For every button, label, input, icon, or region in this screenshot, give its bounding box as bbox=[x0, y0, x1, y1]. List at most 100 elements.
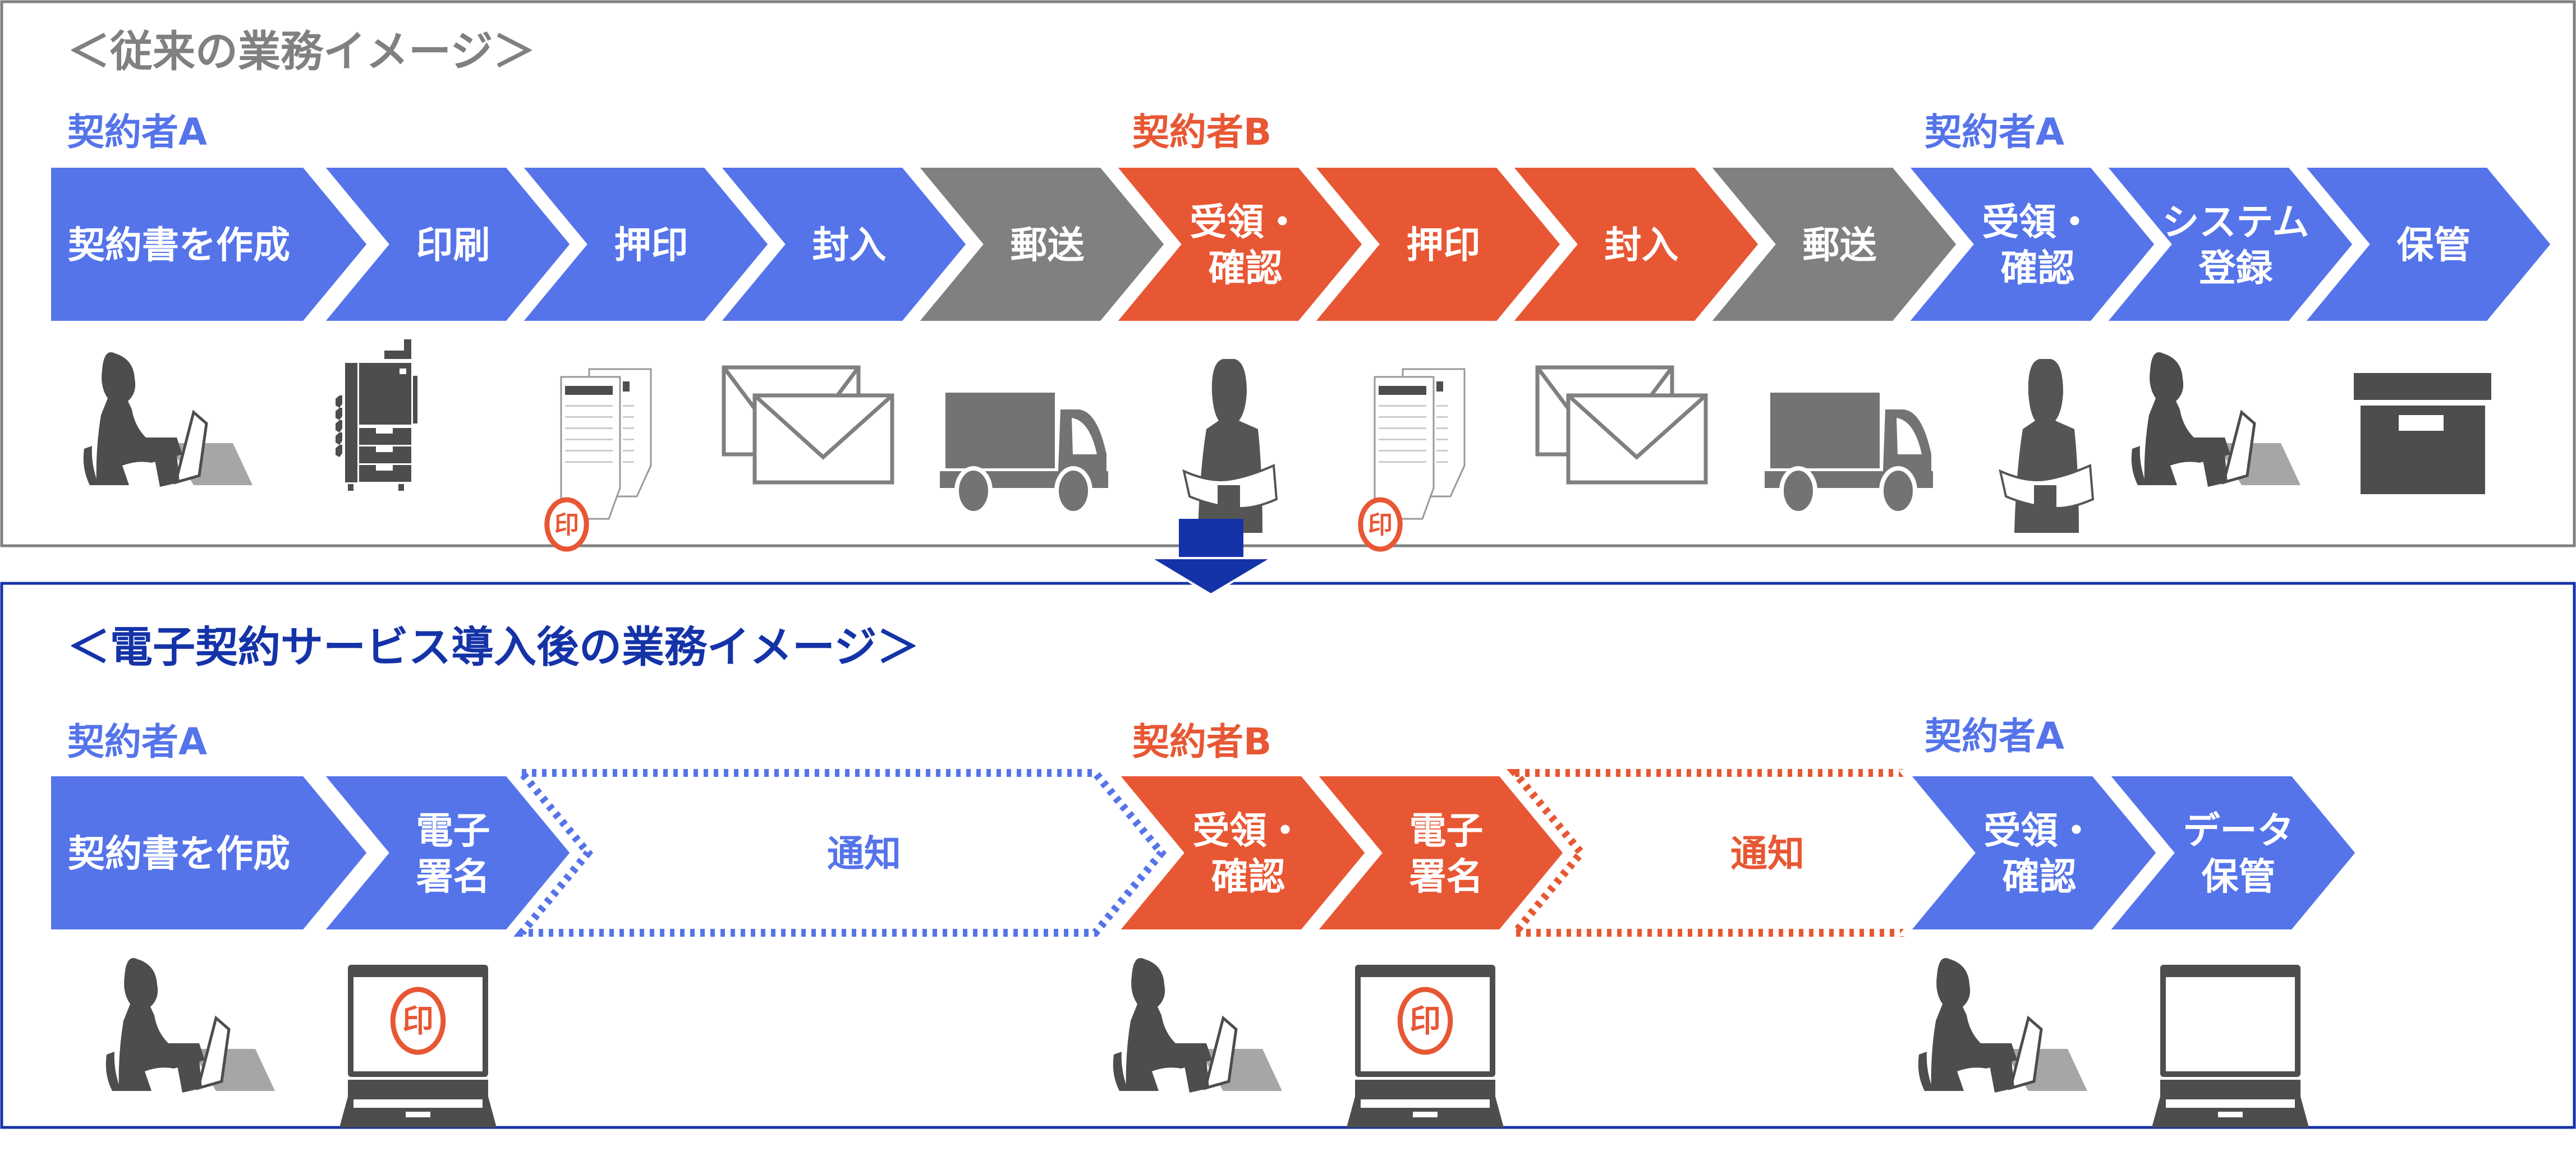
step-label: 確認 bbox=[1211, 855, 1285, 899]
step-label: 郵送 bbox=[1803, 224, 1877, 267]
step-label: 署名 bbox=[416, 855, 490, 899]
step-chevron bbox=[2097, 770, 2364, 936]
step-label: データ bbox=[2183, 809, 2294, 853]
storage-box-icon bbox=[2354, 373, 2491, 494]
laptop-with-seal-icon: 印 bbox=[339, 965, 497, 1127]
step-label: 印刷 bbox=[416, 224, 490, 267]
step-label: 確認 bbox=[2003, 855, 2077, 899]
seal-stamp-icon: 印 bbox=[1358, 497, 1403, 552]
person-at-laptop-icon bbox=[2131, 352, 2301, 487]
process-step: 保管 bbox=[2292, 161, 2559, 328]
step-label: 封入 bbox=[1605, 224, 1679, 267]
step-chevron bbox=[1896, 161, 2163, 328]
notification-step: 通知 bbox=[1507, 769, 1981, 937]
process-step: 郵送 bbox=[906, 161, 1173, 328]
step-label: 電子 bbox=[416, 809, 490, 853]
stamped-document-icon: 印 bbox=[544, 368, 652, 552]
step-chevron bbox=[509, 161, 777, 328]
notification-step: 通知 bbox=[513, 769, 1167, 937]
person-reading-icon bbox=[1999, 359, 2095, 533]
step-chevron bbox=[2094, 161, 2361, 328]
seal-stamp-icon: 印 bbox=[544, 497, 589, 552]
step-chevron bbox=[1302, 161, 1569, 328]
process-step: 契約書を作成 bbox=[44, 770, 375, 936]
step-chevron bbox=[906, 161, 1173, 328]
step-chevron bbox=[1698, 161, 1965, 328]
step-chevron bbox=[44, 161, 375, 328]
printer-icon bbox=[336, 339, 417, 491]
process-step: 押印 bbox=[1302, 161, 1569, 328]
person-at-laptop-icon bbox=[1918, 958, 2087, 1093]
person-at-laptop-icon bbox=[105, 958, 275, 1093]
step-label: 押印 bbox=[614, 224, 688, 267]
step-chevron bbox=[1106, 770, 1374, 936]
envelopes-icon bbox=[1535, 365, 1708, 485]
envelopes-icon bbox=[722, 365, 894, 485]
step-label: 確認 bbox=[1209, 247, 1283, 290]
step-label: 登録 bbox=[2198, 247, 2274, 290]
step-label: 確認 bbox=[2001, 247, 2075, 290]
party-label: 契約者A bbox=[67, 720, 207, 763]
step-chevron bbox=[44, 770, 375, 936]
delivery-truck-icon bbox=[940, 393, 1108, 515]
step-label: 保管 bbox=[2202, 855, 2276, 899]
step-label: 保管 bbox=[2397, 224, 2471, 267]
person-at-laptop-icon bbox=[1113, 958, 1282, 1093]
before-section-frame bbox=[0, 0, 2576, 547]
process-step: 契約書を作成 bbox=[44, 161, 375, 328]
delivery-truck-icon bbox=[1765, 393, 1933, 515]
step-label: 郵送 bbox=[1011, 224, 1085, 267]
process-step: 受領・確認 bbox=[1106, 770, 1374, 936]
seal-stamp-icon: 印 bbox=[1397, 987, 1453, 1055]
step-chevron bbox=[1104, 161, 1371, 328]
step-label: 受領・ bbox=[1190, 201, 1301, 244]
step-chevron bbox=[708, 161, 975, 328]
process-step: 押印 bbox=[509, 161, 777, 328]
svg-text:印: 印 bbox=[402, 1003, 434, 1040]
step-chevron bbox=[1305, 770, 1572, 936]
step-label: 封入 bbox=[812, 224, 887, 267]
step-label: 押印 bbox=[1407, 224, 1481, 267]
step-chevron bbox=[2292, 161, 2559, 328]
step-label: 契約書を作成 bbox=[68, 224, 290, 267]
svg-text:印: 印 bbox=[1368, 510, 1393, 539]
party-label: 契約者A bbox=[1925, 715, 2064, 758]
step-chevron bbox=[1898, 770, 2165, 936]
icon-group: 印 bbox=[1113, 958, 1504, 1127]
step-label: 電子 bbox=[1409, 809, 1484, 853]
after-section-title: ＜電子契約サービス導入後の業務イメージ＞ bbox=[67, 622, 919, 672]
process-step: 印刷 bbox=[311, 161, 578, 328]
process-step: 受領・確認 bbox=[1898, 770, 2165, 936]
process-step: 受領・確認 bbox=[1104, 161, 1371, 328]
step-label: 通知 bbox=[1730, 832, 1804, 876]
process-step: 封入 bbox=[1500, 161, 1767, 328]
laptop-with-seal-icon: 印 bbox=[1347, 965, 1504, 1127]
step-label: 通知 bbox=[827, 832, 901, 876]
step-label: 契約書を作成 bbox=[68, 832, 290, 876]
icon-group: 印 bbox=[105, 958, 497, 1127]
before-section-title: ＜従来の業務イメージ＞ bbox=[67, 26, 535, 76]
icon-group bbox=[1918, 958, 2309, 1127]
process-step: 郵送 bbox=[1698, 161, 1965, 328]
person-at-laptop-icon bbox=[83, 352, 252, 487]
svg-text:印: 印 bbox=[1409, 1003, 1441, 1040]
step-chevron bbox=[311, 770, 578, 936]
step-label: 受領・ bbox=[1193, 809, 1304, 853]
down-arrow-icon bbox=[1179, 519, 1243, 559]
person-reading-icon bbox=[1182, 359, 1278, 533]
step-label: 受領・ bbox=[1982, 201, 2093, 244]
step-chevron-dotted bbox=[513, 769, 1167, 937]
party-label: 契約者B bbox=[1132, 110, 1271, 154]
laptop-icon bbox=[2152, 965, 2309, 1127]
down-arrow-head bbox=[1146, 557, 1276, 596]
process-step: 受領・確認 bbox=[1896, 161, 2163, 328]
step-label: システム bbox=[2162, 201, 2309, 244]
step-label: 署名 bbox=[1409, 855, 1484, 899]
svg-text:印: 印 bbox=[554, 510, 579, 539]
step-chevron bbox=[1500, 161, 1767, 328]
